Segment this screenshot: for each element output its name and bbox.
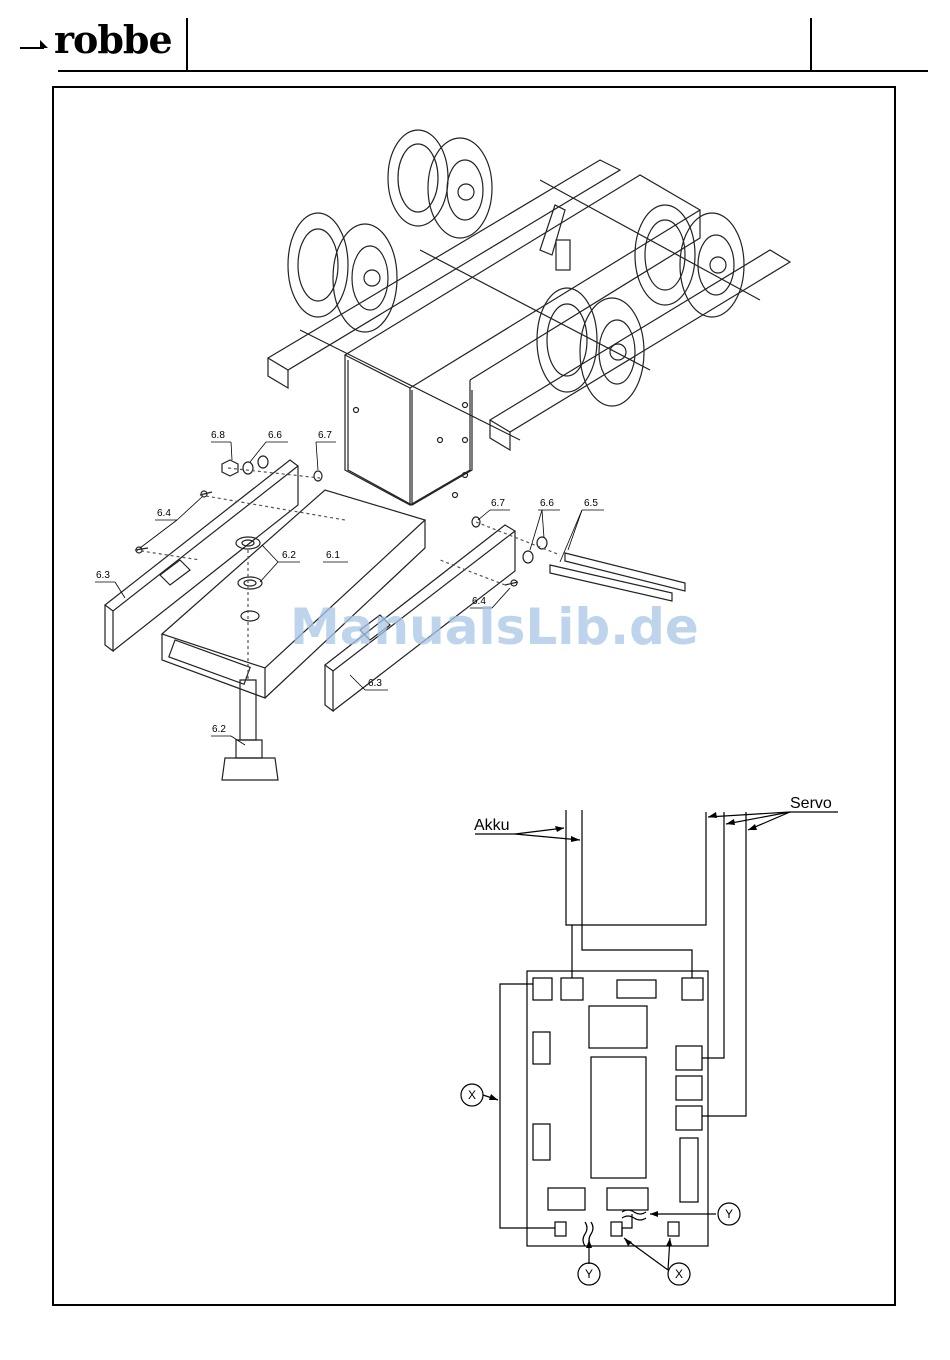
- label-6-3-left: 6.3: [96, 570, 110, 581]
- label-6-2-upper: 6.2: [282, 550, 296, 561]
- chassis-assembly: [268, 130, 790, 505]
- label-6-5: 6.5: [584, 498, 598, 509]
- label-6-3-right: 6.3: [368, 678, 382, 689]
- y-label-bottom: Y: [585, 1267, 593, 1281]
- label-6-7-left: 6.7: [318, 430, 332, 441]
- label-6-4-left: 6.4: [157, 508, 171, 519]
- x-label-left: X: [468, 1088, 476, 1102]
- y-label-right: Y: [725, 1207, 733, 1221]
- x-label-bottom: X: [675, 1267, 683, 1281]
- wheel-group-rear-left: [388, 130, 492, 238]
- label-6-7-right: 6.7: [491, 498, 505, 509]
- wiring-labels: Akku Servo X Y Y X: [468, 795, 832, 1281]
- wiring-arrowheads: [489, 812, 757, 1248]
- part-leader-lines: [95, 442, 604, 745]
- label-6-8: 6.8: [211, 430, 225, 441]
- receiver-board: [527, 971, 708, 1246]
- akku-label: Akku: [474, 817, 510, 834]
- part-labels: 6.8 6.6 6.7 6.4 6.3 6.2 6.1 6.7 6.6 6.5 …: [96, 430, 598, 735]
- servo-label: Servo: [790, 795, 832, 812]
- watermark: ManualsLib.de: [290, 598, 699, 656]
- label-6-6-right: 6.6: [540, 498, 554, 509]
- label-6-1: 6.1: [326, 550, 340, 561]
- wiring-diagram: [461, 810, 838, 1285]
- label-6-2-lower: 6.2: [212, 724, 226, 735]
- label-6-6-left: 6.6: [268, 430, 282, 441]
